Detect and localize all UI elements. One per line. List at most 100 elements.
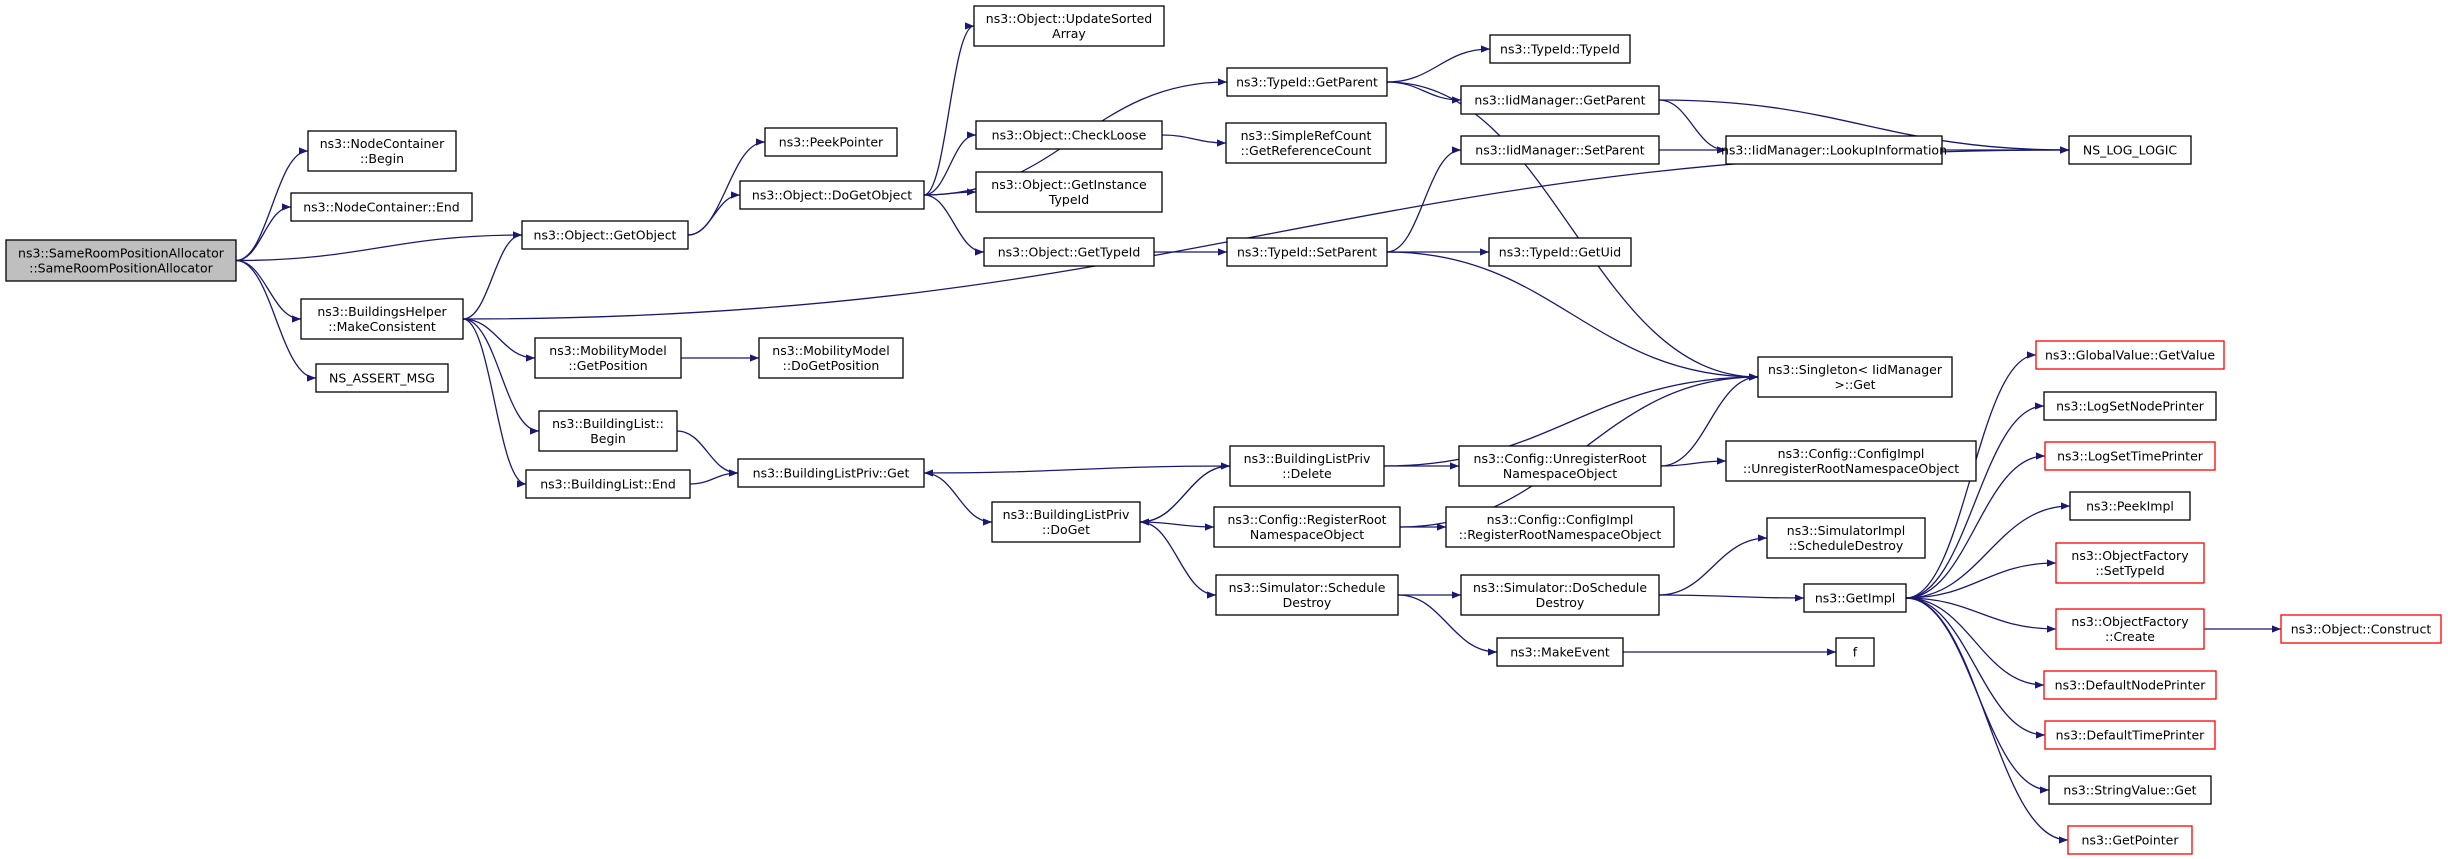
node-box xyxy=(2067,825,2193,855)
edge-bh_mc-to-obj_getobject xyxy=(462,231,523,320)
node-box xyxy=(525,469,691,499)
node-blp_delete[interactable]: ns3::BuildingListPriv::Delete xyxy=(1229,445,1385,487)
node-label-line: Array xyxy=(1052,26,1086,41)
node-label-line: NS_ASSERT_MSG xyxy=(329,371,435,386)
node-makeevent[interactable]: ns3::MakeEvent xyxy=(1496,637,1624,667)
node-tid_typeid[interactable]: ns3::TypeId::TypeId xyxy=(1489,34,1631,64)
node-logsettimeprinter[interactable]: ns3::LogSetTimePrinter xyxy=(2044,441,2216,471)
node-iid_setparent[interactable]: ns3::IidManager::SetParent xyxy=(1460,135,1660,165)
node-label-line: ::UnregisterRootNamespaceObject xyxy=(1743,461,1959,476)
node-label-line: ns3::TypeId::TypeId xyxy=(1500,42,1620,57)
node-ns_log_logic[interactable]: NS_LOG_LOGIC xyxy=(2068,135,2192,165)
node-gv_getvalue[interactable]: ns3::GlobalValue::GetValue xyxy=(2035,340,2225,370)
node-obj_construct[interactable]: ns3::Object::Construct xyxy=(2280,614,2442,644)
node-bl_begin[interactable]: ns3::BuildingList::Begin xyxy=(538,410,678,452)
node-mm_dogetpos[interactable]: ns3::MobilityModel::DoGetPosition xyxy=(758,337,904,379)
node-label-line: ns3::Simulator::DoSchedule xyxy=(1473,580,1647,595)
node-box xyxy=(2069,491,2191,521)
edge-blp_delete-to-blp_doget xyxy=(1139,465,1231,526)
edge-blp_get-to-blp_doget xyxy=(923,472,993,526)
node-box xyxy=(1226,67,1388,97)
node-layer: ns3::SameRoomPositionAllocator::SameRoom… xyxy=(5,5,2442,855)
node-ns_assert[interactable]: NS_ASSERT_MSG xyxy=(315,363,449,393)
node-logsetnodeprinter[interactable]: ns3::LogSetNodePrinter xyxy=(2043,391,2217,421)
node-cfg_unregroot[interactable]: ns3::Config::UnregisterRootNamespaceObje… xyxy=(1458,445,1662,487)
node-label-line: ns3::Object::UpdateSorted xyxy=(986,11,1152,26)
node-box xyxy=(534,337,682,379)
node-label-line: ns3::IidManager::LookupInformation xyxy=(1721,143,1947,158)
node-cfgimpl_regroot[interactable]: ns3::Config::ConfigImpl::RegisterRootNam… xyxy=(1445,506,1675,548)
node-box xyxy=(1458,445,1662,487)
node-bh_mc[interactable]: ns3::BuildingsHelper::MakeConsistent xyxy=(300,298,464,340)
node-box xyxy=(737,458,925,488)
node-label-line: Begin xyxy=(590,431,626,446)
node-mm_getpos[interactable]: ns3::MobilityModel::GetPosition xyxy=(534,337,682,379)
node-src_getrefcount[interactable]: ns3::SimpleRefCount::GetReferenceCount xyxy=(1225,122,1387,164)
node-tid_getuid[interactable]: ns3::TypeId::GetUid xyxy=(1488,237,1632,267)
node-obj_dogetobject[interactable]: ns3::Object::DoGetObject xyxy=(739,180,925,210)
node-label-line: ns3::TypeId::GetUid xyxy=(1499,245,1621,260)
edge-bh_mc-to-mm_getpos xyxy=(462,318,536,362)
node-bl_end[interactable]: ns3::BuildingList::End xyxy=(525,469,691,499)
node-tid_setparent[interactable]: ns3::TypeId::SetParent xyxy=(1226,237,1388,267)
node-blp_get[interactable]: ns3::BuildingListPriv::Get xyxy=(737,458,925,488)
node-iid_getparent[interactable]: ns3::IidManager::GetParent xyxy=(1460,85,1660,115)
node-label-line: ns3::IidManager::GetParent xyxy=(1474,93,1645,108)
node-peekpointer[interactable]: ns3::PeekPointer xyxy=(764,127,898,157)
node-cfgimpl_unregroot[interactable]: ns3::Config::ConfigImpl::UnregisterRootN… xyxy=(1725,440,1977,482)
node-defaultnodeprinter[interactable]: ns3::DefaultNodePrinter xyxy=(2043,670,2217,700)
node-box xyxy=(2043,391,2217,421)
edge-getimpl-to-defaultnodeprinter xyxy=(1905,597,2045,689)
node-box xyxy=(521,220,689,250)
edge-obj_checkloose-to-src_getrefcount xyxy=(1161,134,1227,147)
node-label-line: ::Delete xyxy=(1282,466,1332,481)
node-label-line: ns3::GetImpl xyxy=(1815,591,1895,606)
edge-tid_setparent-to-singleton_get xyxy=(1386,251,1759,381)
node-label-line: ns3::MobilityModel xyxy=(772,343,889,358)
node-label-line: ::GetReferenceCount xyxy=(1241,143,1372,158)
node-of_create[interactable]: ns3::ObjectFactory::Create xyxy=(2055,608,2205,650)
node-label-line: ::RegisterRootNamespaceObject xyxy=(1459,527,1662,542)
node-getimpl[interactable]: ns3::GetImpl xyxy=(1803,583,1907,613)
node-simimpl_schedestroy[interactable]: ns3::SimulatorImpl::ScheduleDestroy xyxy=(1766,517,1926,559)
node-tid_getparent[interactable]: ns3::TypeId::GetParent xyxy=(1226,67,1388,97)
node-getpointer[interactable]: ns3::GetPointer xyxy=(2067,825,2193,855)
node-cfg_regroot[interactable]: ns3::Config::RegisterRootNamespaceObject xyxy=(1213,506,1401,548)
node-blp_doget[interactable]: ns3::BuildingListPriv::DoGet xyxy=(991,501,1141,543)
node-stringvalue_get[interactable]: ns3::StringValue::Get xyxy=(2048,775,2212,805)
node-nc_end[interactable]: ns3::NodeContainer::End xyxy=(290,192,473,222)
node-of_settypeid[interactable]: ns3::ObjectFactory::SetTypeId xyxy=(2055,542,2205,584)
node-box xyxy=(2048,775,2212,805)
node-label-line: ns3::MobilityModel xyxy=(549,343,666,358)
node-iid_lookup[interactable]: ns3::IidManager::LookupInformation xyxy=(1721,135,1947,165)
node-box xyxy=(975,120,1163,150)
node-root[interactable]: ns3::SameRoomPositionAllocator::SameRoom… xyxy=(5,239,237,282)
node-label-line: ns3::DefaultTimePrinter xyxy=(2056,728,2206,743)
node-box xyxy=(2043,670,2217,700)
node-obj_getobject[interactable]: ns3::Object::GetObject xyxy=(521,220,689,250)
edge-cfg_unregroot-to-singleton_get xyxy=(1660,373,1759,467)
node-obj_gettypeid[interactable]: ns3::Object::GetTypeId xyxy=(983,237,1155,267)
node-singleton_get[interactable]: ns3::Singleton< IidManager >::Get xyxy=(1757,356,1953,398)
edge-tid_setparent-to-iid_setparent xyxy=(1386,146,1462,253)
node-box xyxy=(1225,122,1387,164)
node-nc_begin[interactable]: ns3::NodeContainer::Begin xyxy=(307,130,457,172)
node-box xyxy=(1725,440,1977,482)
edge-tid_getparent-to-tid_typeid xyxy=(1386,45,1491,83)
node-f[interactable]: f xyxy=(1835,637,1875,667)
node-label-line: ns3::DefaultNodePrinter xyxy=(2055,678,2207,693)
edge-getimpl-to-logsettimeprinter xyxy=(1905,452,2046,599)
node-box xyxy=(2055,542,2205,584)
node-sim_schedestroy[interactable]: ns3::Simulator::ScheduleDestroy xyxy=(1215,574,1399,616)
node-defaulttimeprinter[interactable]: ns3::DefaultTimePrinter xyxy=(2044,720,2216,750)
node-box xyxy=(1460,85,1660,115)
node-label-line: ::MakeConsistent xyxy=(328,319,436,334)
node-box xyxy=(1489,34,1631,64)
node-obj_checkloose[interactable]: ns3::Object::CheckLoose xyxy=(975,120,1163,150)
edge-bl_begin-to-blp_get xyxy=(676,430,739,477)
node-peekimpl[interactable]: ns3::PeekImpl xyxy=(2069,491,2191,521)
